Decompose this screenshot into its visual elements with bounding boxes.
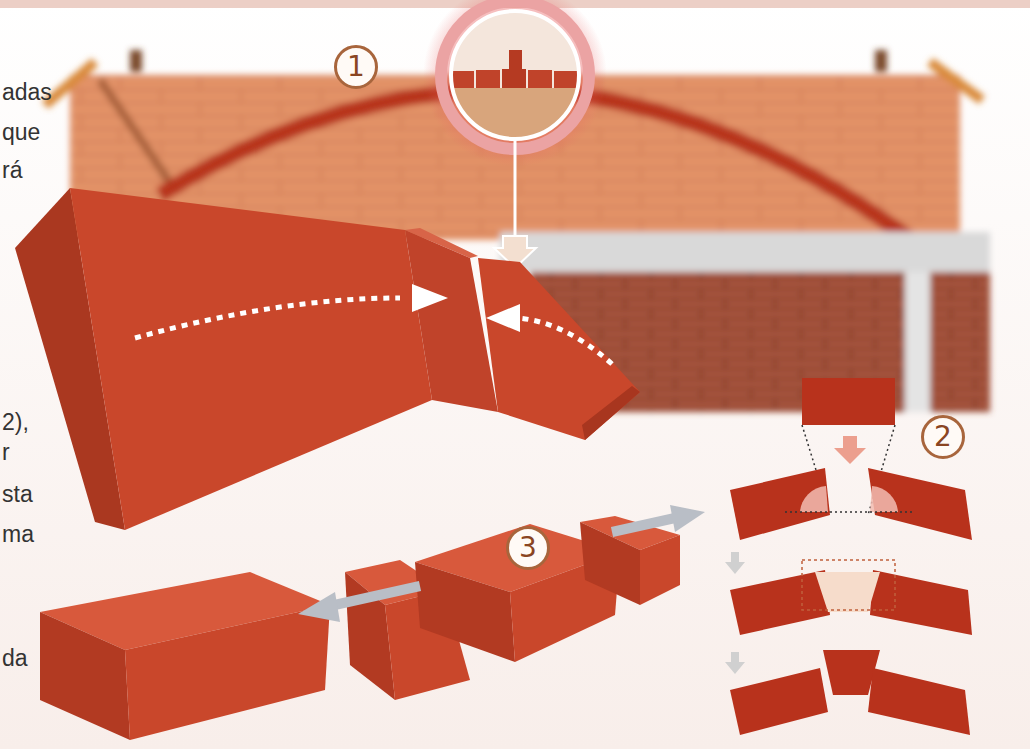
gray-arrow [612,518,675,532]
block-front [415,562,515,662]
cropped-text: adas [2,80,52,105]
right-brick [478,258,640,440]
column [905,272,930,412]
pink-arrow [834,436,866,464]
step-brick [730,468,830,540]
cropped-text: da [2,646,28,671]
post [130,50,142,72]
brick-front [40,612,130,740]
step-brick [868,668,970,735]
lens-view [440,50,590,148]
lens-leader [514,141,517,236]
angle-fan [800,486,828,512]
force-arrow [518,318,612,364]
small-side [640,535,680,605]
callout-circle: 1 [334,45,378,89]
callout-number: 1 [347,53,365,81]
callout-circle: 2 [921,415,965,459]
brick-side [125,605,330,740]
key-brick [802,378,895,425]
lens-brick [476,70,500,88]
arrow-head [412,284,448,312]
gray-arrow-head [670,505,705,532]
right-brick-end [582,386,640,440]
lens-ring [441,1,589,149]
big-brick [70,188,432,530]
lens-key-brick [509,50,522,70]
lens-frame [451,11,579,139]
post [875,50,887,72]
angle-fan [870,486,898,512]
lens-brick [502,69,526,88]
strut [100,80,175,190]
cut-wedge [815,572,880,612]
arrow-head [486,304,520,332]
force-arrow [135,298,400,338]
callout-circle: 3 [506,526,550,570]
step-brick [868,468,972,540]
callout-number: 3 [519,534,537,562]
lens-brick [528,70,552,88]
step-arrow [725,652,745,674]
cropped-text: 2), [2,410,29,435]
cut-outline [802,560,895,610]
cropped-text: rá [2,158,22,183]
step-arrow [725,552,745,574]
lintel [500,232,990,272]
gray-arrow-head [298,592,340,622]
step-brick [870,570,972,635]
guide-line [785,511,915,513]
lens-brick [554,71,578,88]
timber [930,62,982,100]
cropped-text: r [2,440,10,465]
wedge-brick [405,230,498,412]
callout-number: 2 [934,423,952,451]
cropped-text: ma [2,522,34,547]
cropped-text: sta [2,482,33,507]
cropped-text: que [2,120,40,145]
timber [45,62,95,105]
step-brick [730,668,828,735]
gray-arrow [330,586,420,606]
step-brick [730,570,830,635]
small-front [580,522,640,605]
